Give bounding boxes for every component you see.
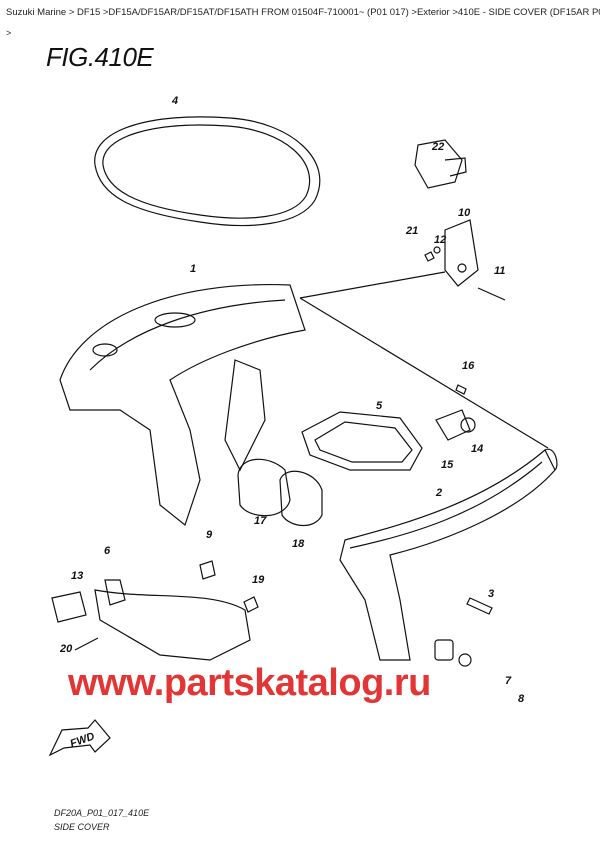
part-2-side-cover[interactable]	[339, 448, 558, 661]
callout-5[interactable]: 5	[376, 400, 383, 412]
callout-3[interactable]: 3	[488, 588, 494, 600]
part-15-holder[interactable]	[435, 409, 471, 441]
callout-8[interactable]: 8	[518, 693, 525, 705]
callout-16[interactable]: 16	[462, 360, 475, 372]
part-7-damper[interactable]	[434, 639, 454, 661]
callout-13[interactable]: 13	[71, 570, 83, 582]
part-12-washer[interactable]	[433, 246, 441, 254]
part-4-seal-ring[interactable]	[94, 116, 321, 227]
part-3-bolt[interactable]	[466, 597, 493, 615]
callout-18[interactable]: 18	[292, 538, 305, 550]
callout-10[interactable]: 10	[458, 207, 471, 219]
callout-14[interactable]: 14	[471, 443, 483, 455]
callout-17[interactable]: 17	[254, 515, 267, 527]
part-18-seal[interactable]	[279, 470, 323, 527]
figure-title: FIG.410E	[46, 42, 154, 72]
fwd-arrow-icon: FWD	[48, 719, 111, 757]
part-16-screw[interactable]	[455, 384, 467, 395]
callout-11[interactable]: 11	[494, 265, 505, 277]
callout-19[interactable]: 19	[252, 574, 265, 586]
part-10-bracket[interactable]	[444, 219, 479, 287]
part-8-nut[interactable]	[458, 653, 472, 667]
part-19-damper[interactable]	[243, 596, 259, 613]
callout-20[interactable]: 20	[59, 643, 73, 655]
part-11-screw[interactable]	[477, 287, 506, 301]
figure-caption: SIDE COVER	[54, 822, 110, 832]
callout-21[interactable]: 21	[405, 225, 418, 237]
figure-code: DF20A_P01_017_410E	[54, 808, 150, 818]
part-13-pad[interactable]	[51, 591, 87, 623]
callout-6[interactable]: 6	[104, 545, 111, 557]
callout-1[interactable]: 1	[190, 263, 196, 275]
part-21-clip[interactable]	[424, 251, 435, 262]
part-9-clip[interactable]	[199, 560, 216, 580]
callout-12[interactable]: 12	[434, 234, 446, 246]
watermark: www.partskatalog.ru	[68, 662, 431, 704]
callout-4[interactable]: 4	[171, 95, 178, 107]
callout-9[interactable]: 9	[206, 529, 213, 541]
callout-22[interactable]: 22	[431, 141, 444, 153]
part-17-seal[interactable]	[237, 458, 291, 517]
part-14-cap[interactable]	[460, 417, 476, 433]
part-5-bracket-frame[interactable]	[301, 411, 423, 471]
breadcrumb-continuation: >	[6, 28, 12, 38]
part-20-pin[interactable]	[74, 637, 99, 651]
part-6-lower-cover[interactable]	[94, 579, 251, 661]
breadcrumb[interactable]: Suzuki Marine > DF15 >DF15A/DF15AR/DF15A…	[6, 7, 600, 18]
callout-2[interactable]: 2	[435, 487, 442, 499]
part-1-side-cover[interactable]	[59, 283, 306, 527]
callout-15[interactable]: 15	[441, 459, 454, 471]
part-22-grommet[interactable]	[414, 139, 467, 189]
callout-7[interactable]: 7	[505, 675, 512, 687]
